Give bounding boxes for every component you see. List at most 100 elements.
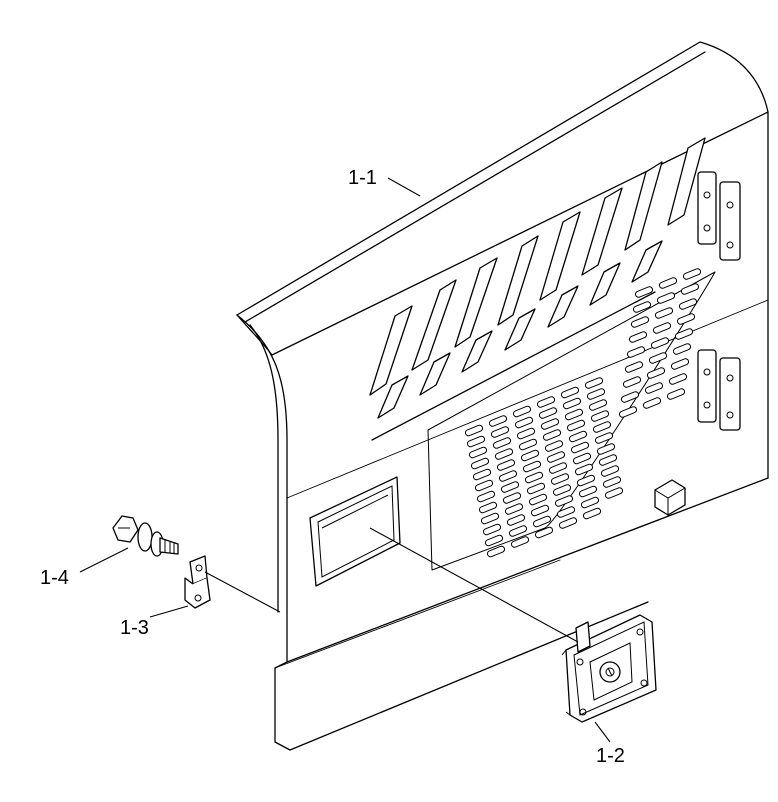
perforation-slot: [542, 429, 562, 441]
perforation-slot: [504, 503, 524, 515]
perforation-slot: [570, 441, 590, 454]
perforation-slot: [628, 331, 648, 343]
perforation-slot: [586, 388, 606, 400]
upper-louvers: [369, 137, 706, 419]
leader-clip-to-panel: [204, 571, 281, 613]
perforation-slot: [624, 361, 644, 373]
perforation-slot: [470, 457, 490, 470]
perforation-slot: [566, 419, 586, 432]
perforation-slot: [602, 476, 622, 488]
perforation-slot: [554, 495, 574, 507]
perforation-slot: [512, 405, 532, 418]
perforation-slot: [642, 397, 662, 409]
perforation-slot: [598, 454, 618, 466]
perforation-slot: [578, 485, 598, 498]
perforation-slot: [552, 484, 572, 496]
perforation-slot: [472, 468, 492, 481]
perforation-slot: [518, 438, 538, 451]
leader-1-1: [387, 177, 421, 197]
perforation-slot: [506, 514, 526, 526]
perforation-slot: [618, 406, 638, 418]
perforation-slot: [488, 415, 508, 427]
leader-1-2-to-recess: [369, 527, 579, 643]
perforation-slot: [482, 523, 502, 536]
perforation-slot: [564, 408, 584, 421]
perforation-slot: [588, 399, 608, 411]
perforation-slot: [604, 487, 624, 499]
perforation-slot: [672, 343, 692, 355]
perforation-slot: [622, 376, 642, 388]
perforation-slot: [536, 396, 556, 408]
leader-lines: [79, 177, 611, 743]
perforation-slot: [652, 322, 672, 334]
perforation-slot: [546, 451, 566, 463]
callout-1-1: 1-1: [348, 167, 377, 189]
panel-top-curl: [236, 314, 273, 356]
perforation-slot: [580, 496, 600, 509]
perforation-slot: [498, 470, 518, 482]
perforation-slot: [524, 471, 544, 484]
leader-1-3: [149, 605, 189, 618]
perforation-slot: [626, 346, 646, 358]
callout-1-2: 1-2: [596, 745, 625, 767]
perforation-slot: [562, 397, 582, 410]
perforation-slot: [520, 449, 540, 462]
leader-1-4: [79, 547, 129, 573]
perforation-slot: [582, 507, 602, 520]
perforation-slot: [502, 492, 522, 504]
small-bracket: [654, 479, 686, 516]
perforation-slot: [476, 490, 496, 503]
perforation-slot: [532, 515, 552, 528]
perforation-slot: [558, 517, 578, 529]
perforation-slot: [644, 382, 664, 394]
callout-1-3: 1-3: [120, 617, 149, 639]
perforation-slot: [594, 432, 614, 444]
bolt-shank: [159, 537, 179, 555]
spring-washer: [137, 522, 153, 552]
perforation-slot: [494, 448, 514, 460]
handle-recess: [309, 476, 401, 587]
panel-left-curve: [236, 314, 288, 663]
perforation-slot: [648, 352, 668, 364]
perforation-slot: [486, 545, 506, 558]
perforation-slot: [656, 292, 676, 304]
perforation-slot: [560, 386, 580, 399]
perforation-slot: [632, 301, 652, 313]
perforation-slot: [468, 446, 488, 459]
side-panel: [236, 41, 769, 751]
perforation-slot: [514, 416, 534, 429]
panel-top-edge: [236, 41, 769, 356]
perforation-slot: [550, 473, 570, 485]
perforation-slot: [576, 474, 596, 487]
perforation-slot: [650, 337, 670, 349]
perforation-slot: [510, 536, 530, 548]
perforation-slot: [592, 421, 612, 433]
perforation-slot: [584, 377, 604, 389]
perforation-slot: [466, 435, 486, 448]
perforation-slots: [464, 268, 702, 558]
lower-hinge: [697, 349, 741, 431]
kick-plate: [274, 601, 649, 751]
perforation-slot: [596, 443, 616, 455]
upper-hinge: [697, 171, 741, 261]
perforation-slot: [634, 286, 654, 298]
perforation-slot: [646, 367, 666, 379]
panel-left-inner-curve: [249, 324, 279, 613]
callout-1-4: 1-4: [40, 567, 69, 589]
perforation-slot: [490, 426, 510, 438]
perforation-slot: [544, 440, 564, 452]
perforation-slot: [654, 307, 674, 319]
perforation-slot: [668, 373, 688, 385]
perforation-slot: [568, 430, 588, 443]
louver-fold-line: [371, 291, 656, 441]
perforation-slot: [548, 462, 568, 474]
perforation-slot: [590, 410, 610, 422]
perforation-slot: [680, 283, 700, 295]
perforation-slot: [496, 459, 516, 471]
perforation-slot: [600, 465, 620, 477]
perforation-slot: [556, 506, 576, 518]
panel-lower-face-edge: [286, 477, 769, 663]
perforation-slot: [538, 407, 558, 419]
